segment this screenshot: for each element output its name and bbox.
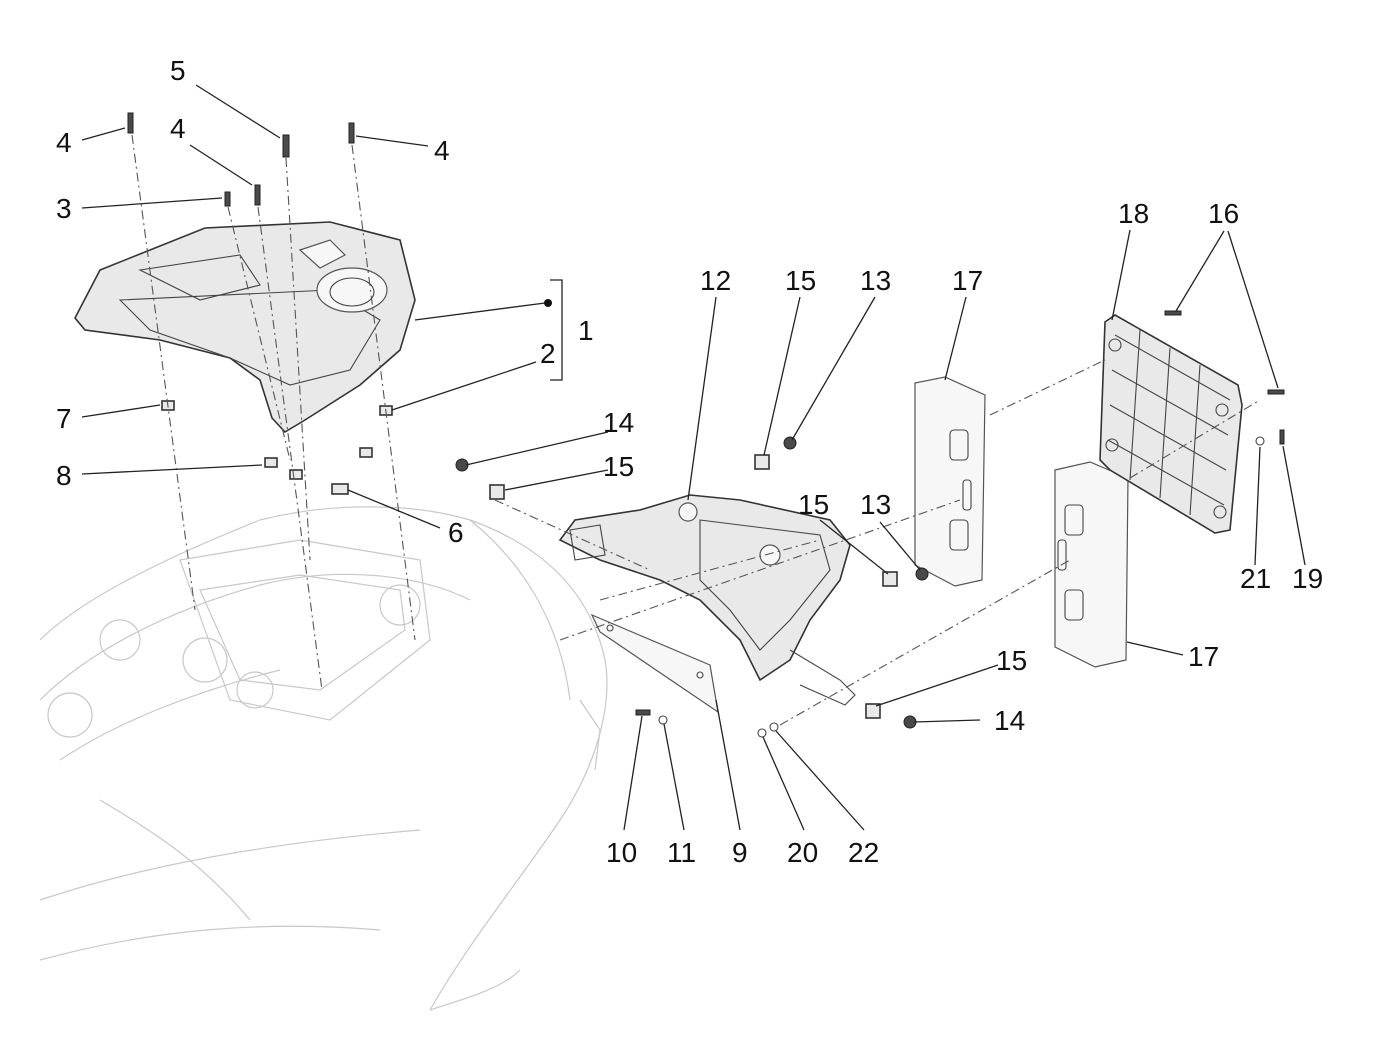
callout-4: 4 [170, 113, 186, 144]
callout-15: 15 [996, 645, 1027, 676]
callout-22: 22 [848, 837, 879, 868]
callout-labels: 4 5 4 4 3 1 2 7 8 6 14 15 12 15 13 17 18… [56, 55, 1323, 868]
callout-15: 15 [798, 489, 829, 520]
callout-12: 12 [700, 265, 731, 296]
callout-6: 6 [448, 517, 464, 548]
callout-21: 21 [1240, 563, 1271, 594]
assembly-bullet [544, 299, 552, 307]
reflector-strip [590, 613, 719, 714]
callout-20: 20 [787, 837, 818, 868]
callout-3: 3 [56, 193, 72, 224]
callout-2: 2 [540, 338, 556, 369]
plate-mounting-grid [1099, 314, 1243, 534]
rear-rack-cover [74, 221, 416, 434]
leader-lines [81, 84, 1306, 831]
callout-10: 10 [606, 837, 637, 868]
callout-18: 18 [1118, 198, 1149, 229]
callout-17: 17 [952, 265, 983, 296]
assembly-axes [131, 134, 1261, 726]
spacer-plate-upper [914, 376, 986, 587]
callout-7: 7 [56, 403, 72, 434]
callout-19: 19 [1292, 563, 1323, 594]
callout-15: 15 [785, 265, 816, 296]
callout-9: 9 [732, 837, 748, 868]
callout-1: 1 [578, 315, 594, 346]
callout-14: 14 [603, 407, 634, 438]
spacer-plate-lower [1054, 461, 1129, 668]
callout-13: 13 [860, 265, 891, 296]
callout-13: 13 [860, 489, 891, 520]
callout-4: 4 [434, 135, 450, 166]
callout-11: 11 [667, 837, 696, 868]
callout-15: 15 [603, 451, 634, 482]
callout-17: 17 [1188, 641, 1219, 672]
callout-5: 5 [170, 55, 186, 86]
callout-8: 8 [56, 460, 72, 491]
scooter-body-outline [39, 506, 608, 1011]
callout-16: 16 [1208, 198, 1239, 229]
license-plate-holder [558, 494, 856, 706]
callout-4: 4 [56, 127, 72, 158]
callout-14: 14 [994, 705, 1025, 736]
